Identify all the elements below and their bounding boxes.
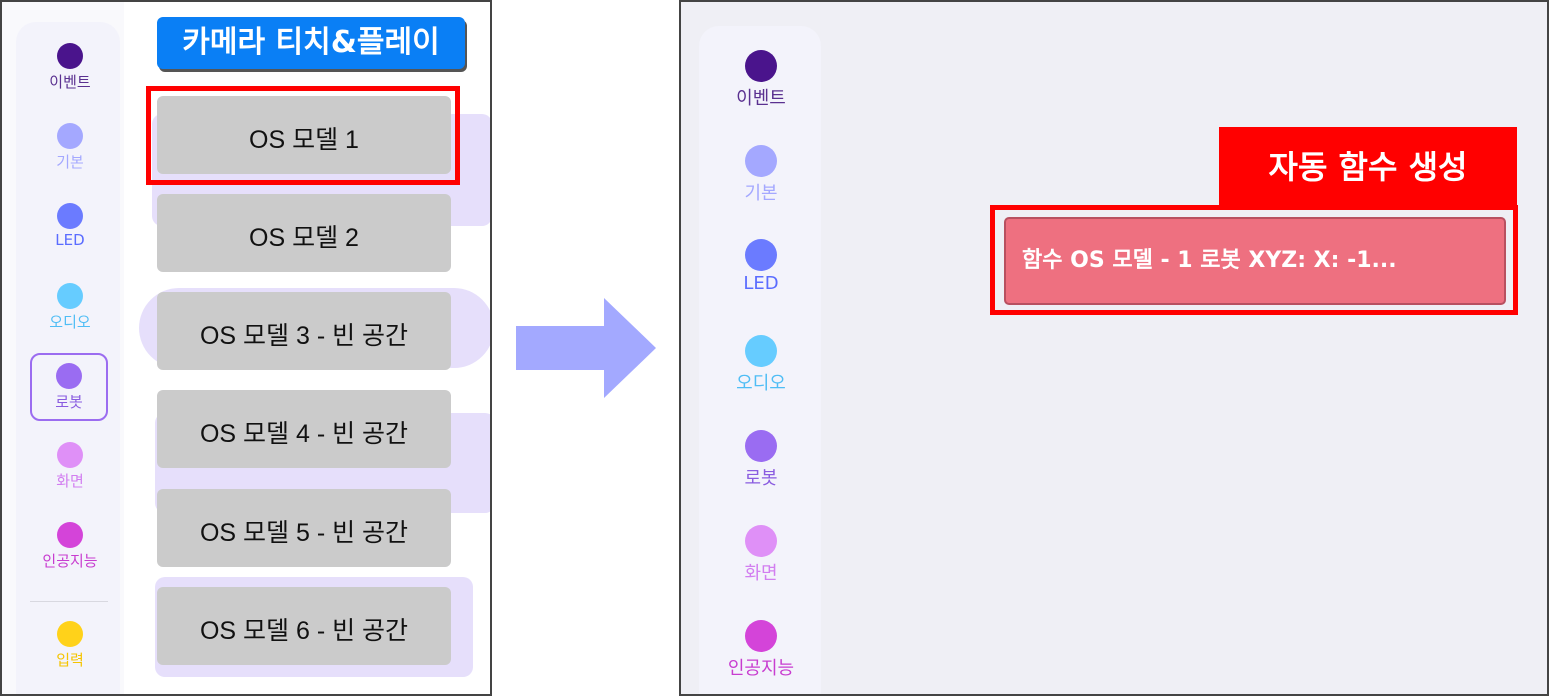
category-label: 화면	[744, 563, 778, 584]
robot-dot-icon	[56, 363, 82, 389]
led-dot-icon	[745, 239, 777, 271]
os-model-2-button[interactable]: OS 모델 2	[157, 194, 451, 272]
category-led[interactable]: LED	[32, 203, 108, 249]
category-ai[interactable]: 인공지능	[26, 522, 114, 571]
category-label: 기본	[744, 183, 778, 204]
camera-teach-play-title: 카메라 티치&플레이	[157, 17, 465, 69]
category-label: 오디오	[49, 313, 91, 331]
function-block[interactable]: 함수 OS 모델 - 1 로봇 XYZ: X: -1...	[1004, 217, 1506, 305]
os-model-6-button[interactable]: OS 모델 6 - 빈 공간	[157, 587, 451, 665]
category-label: 로봇	[55, 393, 83, 411]
category-event[interactable]: 이벤트	[719, 50, 803, 110]
category-input[interactable]: 입력	[32, 621, 108, 670]
category-robot[interactable]: 로봇	[30, 353, 108, 421]
category-label: 로봇	[744, 468, 778, 489]
category-label: 이벤트	[736, 88, 786, 109]
ai-dot-icon	[745, 620, 777, 652]
category-label: 오디오	[736, 373, 786, 394]
event-dot-icon	[57, 43, 83, 69]
highlight-box	[146, 86, 460, 185]
right-panel-after: 이벤트 기본 LED 오디오 로봇 화면 인공지능	[679, 0, 1549, 696]
led-dot-icon	[57, 203, 83, 229]
audio-dot-icon	[57, 283, 83, 309]
category-audio[interactable]: 오디오	[719, 335, 803, 395]
left-panel-before: 이벤트 기본 LED 오디오 로봇 화면 인공지능 입력 카메라 티치&플레이 …	[0, 0, 492, 696]
category-screen[interactable]: 화면	[719, 525, 803, 585]
category-basic[interactable]: 기본	[719, 145, 803, 205]
category-label: 입력	[56, 651, 84, 669]
ai-dot-icon	[57, 522, 83, 548]
category-event[interactable]: 이벤트	[32, 43, 108, 92]
category-label: LED	[55, 231, 85, 249]
category-basic[interactable]: 기본	[32, 123, 108, 172]
category-led[interactable]: LED	[719, 239, 803, 294]
category-label: 인공지능	[727, 658, 795, 679]
category-ai[interactable]: 인공지능	[711, 620, 811, 680]
os-model-3-button[interactable]: OS 모델 3 - 빈 공간	[157, 292, 451, 370]
category-screen[interactable]: 화면	[32, 442, 108, 491]
category-label: 이벤트	[49, 73, 91, 91]
os-model-4-button[interactable]: OS 모델 4 - 빈 공간	[157, 390, 451, 468]
event-dot-icon	[745, 50, 777, 82]
category-label: 기본	[56, 153, 84, 171]
audio-dot-icon	[745, 335, 777, 367]
category-robot[interactable]: 로봇	[719, 430, 803, 490]
screen-dot-icon	[57, 442, 83, 468]
arrow-right-icon	[516, 298, 656, 398]
category-label: 인공지능	[42, 552, 98, 570]
os-model-1-button[interactable]: OS 모델 1	[157, 96, 451, 174]
sidebar-divider	[30, 601, 108, 602]
os-model-5-button[interactable]: OS 모델 5 - 빈 공간	[157, 489, 451, 567]
robot-dot-icon	[745, 430, 777, 462]
highlight-box	[990, 205, 1518, 315]
input-dot-icon	[57, 621, 83, 647]
basic-dot-icon	[57, 123, 83, 149]
category-label: LED	[743, 273, 779, 294]
category-label: 화면	[56, 472, 84, 490]
basic-dot-icon	[745, 145, 777, 177]
category-audio[interactable]: 오디오	[32, 283, 108, 332]
auto-function-label: 자동 함수 생성	[1219, 127, 1517, 207]
screen-dot-icon	[745, 525, 777, 557]
